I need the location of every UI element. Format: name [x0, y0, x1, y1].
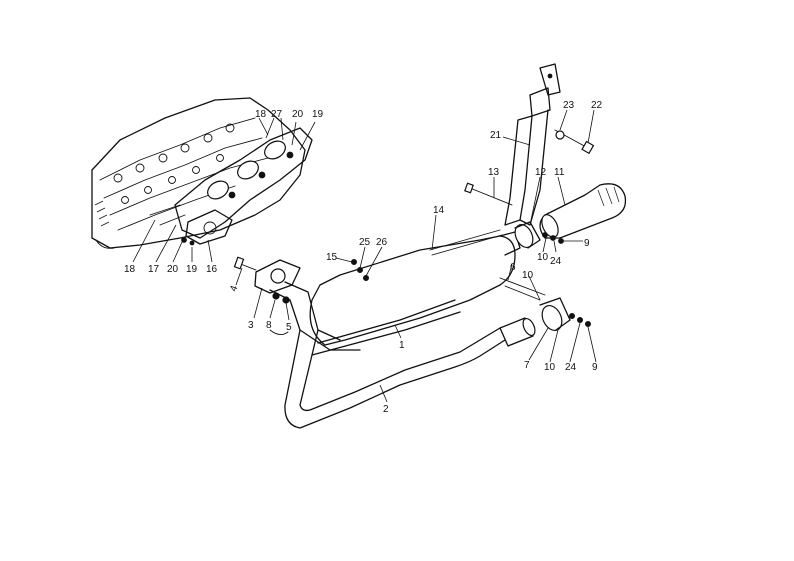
callout-26: 26 — [376, 237, 388, 248]
callout-14: 14 — [433, 205, 445, 216]
manifold-gasket — [185, 209, 233, 245]
rear-tailpipe — [539, 183, 627, 239]
callout-labels: 18 27 20 19 18 17 20 19 16 4 3 8 5 1 2 1… — [124, 100, 603, 415]
callout-9-upper: 9 — [584, 238, 590, 249]
callout-18-top: 18 — [255, 109, 267, 120]
callout-8: 8 — [266, 320, 272, 331]
callout-16: 16 — [206, 264, 218, 275]
callout-10-mid: 10 — [522, 270, 534, 281]
callout-7: 7 — [524, 360, 530, 371]
callout-5: 5 — [286, 322, 292, 333]
callout-23: 23 — [563, 100, 575, 111]
callout-13: 13 — [488, 167, 500, 178]
lower-clamp — [499, 277, 592, 331]
callout-25: 25 — [359, 237, 371, 248]
callout-20-top: 20 — [292, 109, 304, 120]
callout-17: 17 — [148, 264, 160, 275]
callout-19-bottom: 19 — [186, 264, 198, 275]
callout-15: 15 — [326, 252, 338, 263]
engine-block — [91, 97, 306, 249]
exhaust-manifold — [174, 127, 313, 239]
callout-12: 12 — [535, 167, 547, 178]
callout-27: 27 — [271, 109, 283, 120]
callout-24-upper: 24 — [550, 256, 562, 267]
leader-lines — [132, 109, 597, 403]
callout-22: 22 — [591, 100, 603, 111]
callout-19-top: 19 — [312, 109, 324, 120]
manifold-studs — [149, 204, 195, 246]
callout-10-lower: 10 — [544, 362, 556, 373]
muffler — [309, 229, 521, 346]
callout-1: 1 — [399, 340, 405, 351]
front-exhaust-pipe — [233, 256, 536, 429]
callout-2: 2 — [383, 404, 389, 415]
callout-24-lower: 24 — [565, 362, 577, 373]
connecting-pipe — [311, 299, 461, 356]
callout-10-upper: 10 — [537, 252, 549, 263]
callout-20-bottom: 20 — [167, 264, 179, 275]
callout-6: 6 — [510, 262, 516, 273]
callout-3: 3 — [248, 320, 254, 331]
callout-18-bottom: 18 — [124, 264, 136, 275]
callout-21: 21 — [490, 130, 502, 141]
hanger-bracket — [464, 63, 595, 226]
callout-11: 11 — [554, 167, 565, 178]
upper-clamp — [514, 221, 564, 249]
callout-9-lower: 9 — [592, 362, 598, 373]
callout-4: 4 — [228, 284, 240, 293]
